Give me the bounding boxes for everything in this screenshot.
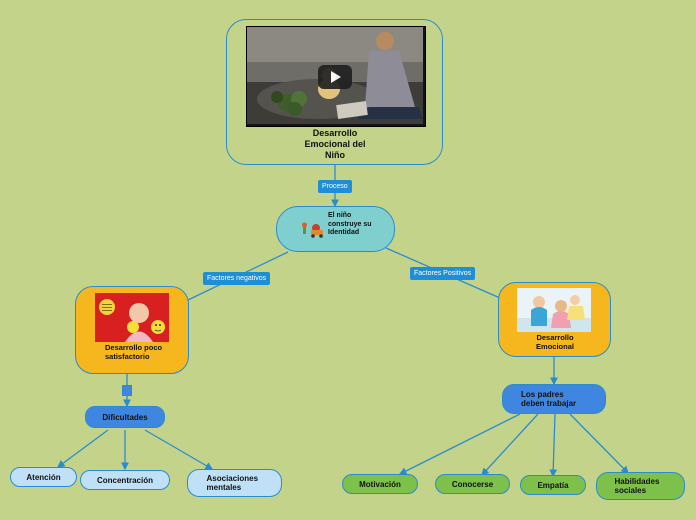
root-title: Desarrollo Emocional del Niño <box>304 128 366 160</box>
leaf-concentracion[interactable]: Concentración <box>80 470 170 490</box>
link-dif-asociaciones <box>144 429 214 470</box>
left-branch-title: Desarrollo poco satisfactorio <box>105 343 163 361</box>
center-node[interactable]: El niño construye su Identidad <box>276 206 395 252</box>
right-branch-title: Desarrollo Emocional <box>536 333 574 351</box>
label-proceso: Proceso <box>318 180 352 193</box>
play-icon[interactable] <box>318 65 352 89</box>
family-photo-image <box>517 288 591 332</box>
root-node[interactable]: Desarrollo Emocional del Niño <box>226 19 443 165</box>
toys-icon <box>302 222 323 238</box>
leaf-empatia[interactable]: Empatía <box>520 475 586 495</box>
right-branch-node[interactable]: Desarrollo Emocional <box>498 282 611 357</box>
video-thumbnail[interactable] <box>246 26 426 127</box>
link-padres-empatia <box>549 413 558 478</box>
leaf-atencion[interactable]: Atención <box>10 467 77 487</box>
link-padres-conocerse <box>481 413 539 476</box>
leaf-habilidades-label: Habilidades sociales <box>614 477 660 495</box>
leaf-asociaciones-mentales[interactable]: Asociaciones mentales <box>187 469 282 497</box>
link-padres-motivacion <box>398 413 521 475</box>
leaf-habilidades-sociales[interactable]: Habilidades sociales <box>596 472 685 500</box>
leaf-conocerse[interactable]: Conocerse <box>435 474 510 494</box>
connector-box <box>122 385 132 396</box>
padres-label: Los padres deben trabajar <box>521 390 577 408</box>
left-branch-node[interactable]: Desarrollo poco satisfactorio <box>75 286 189 374</box>
label-factores-positivos: Factores Positivos <box>410 267 476 280</box>
leaf-motivacion[interactable]: Motivación <box>342 474 418 494</box>
link-padres-habilidades <box>569 413 629 474</box>
label-factores-negativos: Factores negativos <box>203 272 271 285</box>
center-text: El niño construye su Identidad <box>328 212 372 236</box>
children-faces-image <box>95 293 169 342</box>
link-dif-atencion <box>56 429 109 468</box>
dificultades-node[interactable]: Dificultades <box>85 406 165 428</box>
leaf-asociaciones-label: Asociaciones mentales <box>206 474 259 492</box>
padres-node[interactable]: Los padres deben trabajar <box>502 384 606 414</box>
